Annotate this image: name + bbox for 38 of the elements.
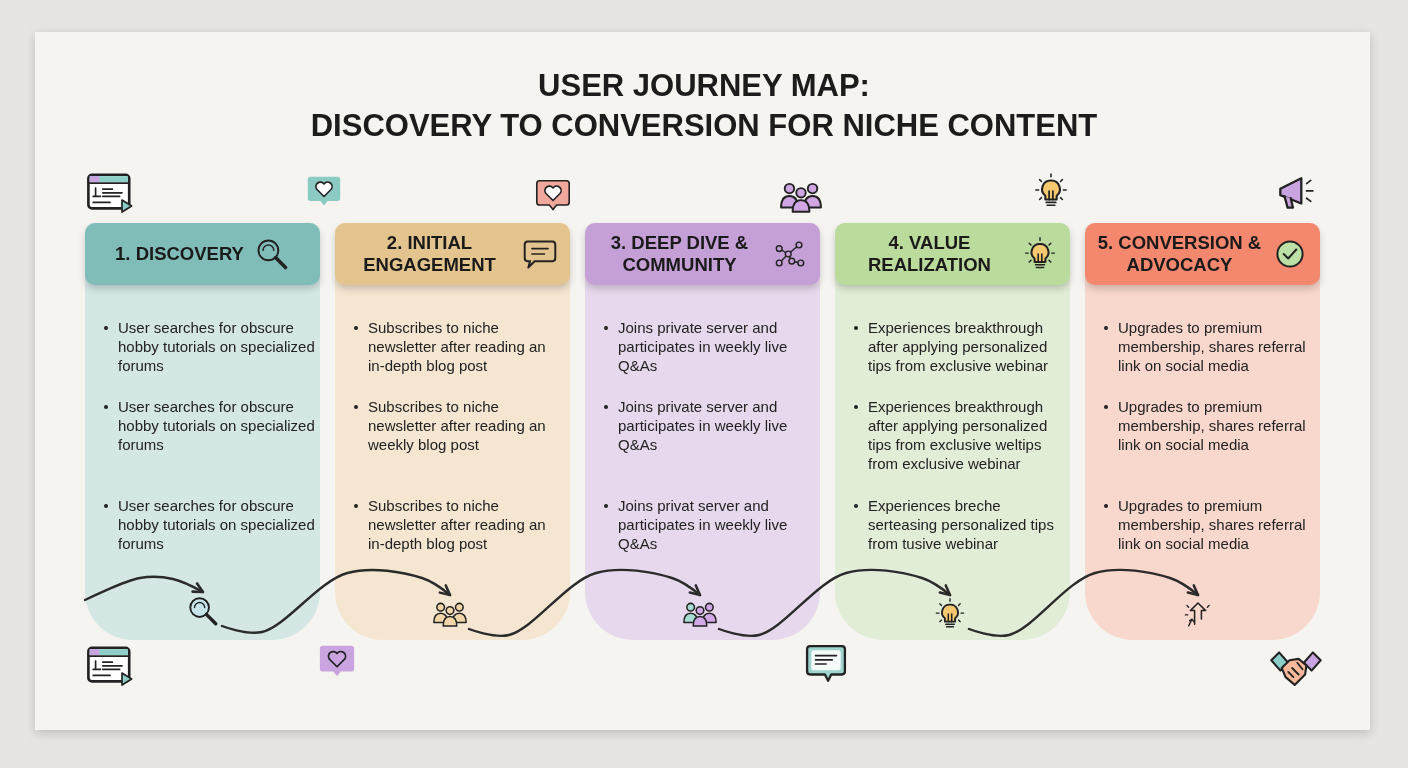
flow-arrow — [220, 568, 452, 634]
stage-title: 5. CONVERSION & ADVOCACY — [1097, 232, 1262, 276]
stage-panel — [835, 223, 1070, 640]
stage-title: 1. DISCOVERY — [115, 243, 244, 265]
bullet-text: User searches for obscure hobby tutorials on specialized forums — [101, 496, 316, 553]
bullet-text: User searches for obscure hobby tutorials on specialized forums — [101, 318, 316, 375]
bullet-text: Experiences breakthrough after applying personalized tips from exclusive webinar — [851, 318, 1066, 375]
bullet-text: Joins privat server and participates in weekly live Q&As — [601, 496, 816, 553]
stage-title: 4. VALUE REALIZATION — [867, 232, 992, 276]
magnifier-icon — [186, 594, 220, 628]
flow-arrow — [717, 568, 952, 637]
stage-title: 2. INITIAL ENGAGEMENT — [362, 232, 497, 276]
bullet-text: Joins private server and participates in weekly live Q&As — [601, 397, 816, 454]
flow-arrow — [467, 568, 702, 637]
bullet-text: Joins private server and participates in weekly live Q&As — [601, 318, 816, 375]
stage-panel — [1085, 223, 1320, 640]
stage-header — [585, 223, 820, 285]
stage-header — [835, 223, 1070, 285]
bullet-text: Experiences breakthrough after applying personalized tips from exclusive weltips from exclusive webinar — [851, 397, 1066, 473]
bullet-text: Experiences breche serteasing personalized tips from tusive webinar — [851, 496, 1066, 553]
lightbulb-icon — [933, 597, 967, 631]
bullet-text: Subscribes to niche newsletter after reading an in-depth blog post — [351, 496, 566, 553]
stage-header — [335, 223, 570, 285]
stage-header — [1085, 223, 1320, 285]
flow-arrow — [83, 575, 205, 602]
stage-title: 3. DEEP DIVE & COMMUNITY — [609, 232, 750, 276]
stage-panel — [335, 223, 570, 640]
bullet-text: Subscribes to niche newsletter after reading an weekly blog post — [351, 397, 566, 454]
stage-panel — [85, 223, 320, 640]
flow-arrow — [967, 568, 1200, 638]
stage-panel — [585, 223, 820, 640]
bullet-text: Upgrades to premium membership, shares referral link on social media — [1101, 318, 1316, 375]
stage-header — [85, 223, 320, 285]
title: USER JOURNEY MAP: DISCOVERY TO CONVERSION FOR NICHE CONTENT — [309, 67, 1099, 145]
bullet-text: User searches for obscure hobby tutorials on specialized forums — [101, 397, 316, 454]
bullet-text: Upgrades to premium membership, shares referral link on social media — [1101, 397, 1316, 454]
bullet-text: Upgrades to premium membership, shares referral link on social media — [1101, 496, 1316, 553]
bullet-text: Subscribes to niche newsletter after reading an in-depth blog post — [351, 318, 566, 375]
